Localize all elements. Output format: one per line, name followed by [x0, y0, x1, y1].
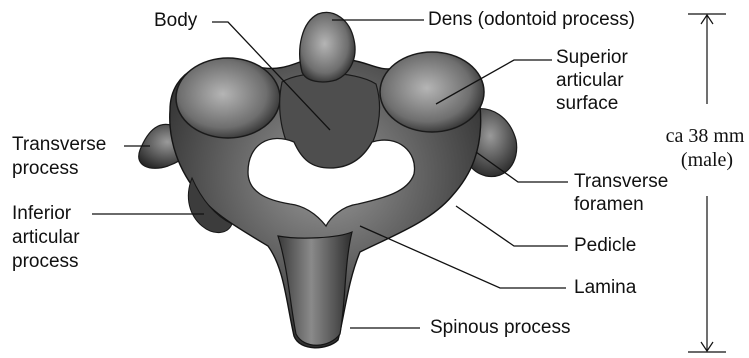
label-lamina: Lamina [574, 277, 636, 299]
dimension-arrow [688, 14, 726, 352]
label-spinous-process: Spinous process [430, 317, 570, 339]
label-transverse-process-2: process [12, 158, 79, 180]
label-transverse-foramen-2: foramen [574, 194, 644, 216]
label-dens: Dens (odontoid process) [428, 9, 635, 31]
label-transverse-foramen-1: Transverse [574, 171, 668, 193]
label-superior-articular-surface-2: articular [556, 70, 624, 92]
dens-shape [300, 12, 355, 81]
leader-pedicle [456, 206, 568, 246]
measurement-value: ca 38 mm [638, 124, 749, 148]
label-body: Body [154, 10, 197, 32]
measurement-note: (male) [660, 148, 749, 172]
right-superior-facet-shape [380, 52, 484, 132]
left-superior-facet-shape [176, 58, 280, 138]
label-inferior-articular-process-2: articular [12, 227, 80, 249]
label-transverse-process-1: Transverse [12, 134, 106, 156]
label-inferior-articular-process-1: Inferior [12, 203, 71, 225]
label-superior-articular-surface-1: Superior [556, 47, 628, 69]
label-inferior-articular-process-3: process [12, 251, 79, 273]
spinous-process-shape [278, 232, 352, 345]
label-pedicle: Pedicle [574, 235, 636, 257]
label-superior-articular-surface-3: surface [556, 93, 618, 115]
